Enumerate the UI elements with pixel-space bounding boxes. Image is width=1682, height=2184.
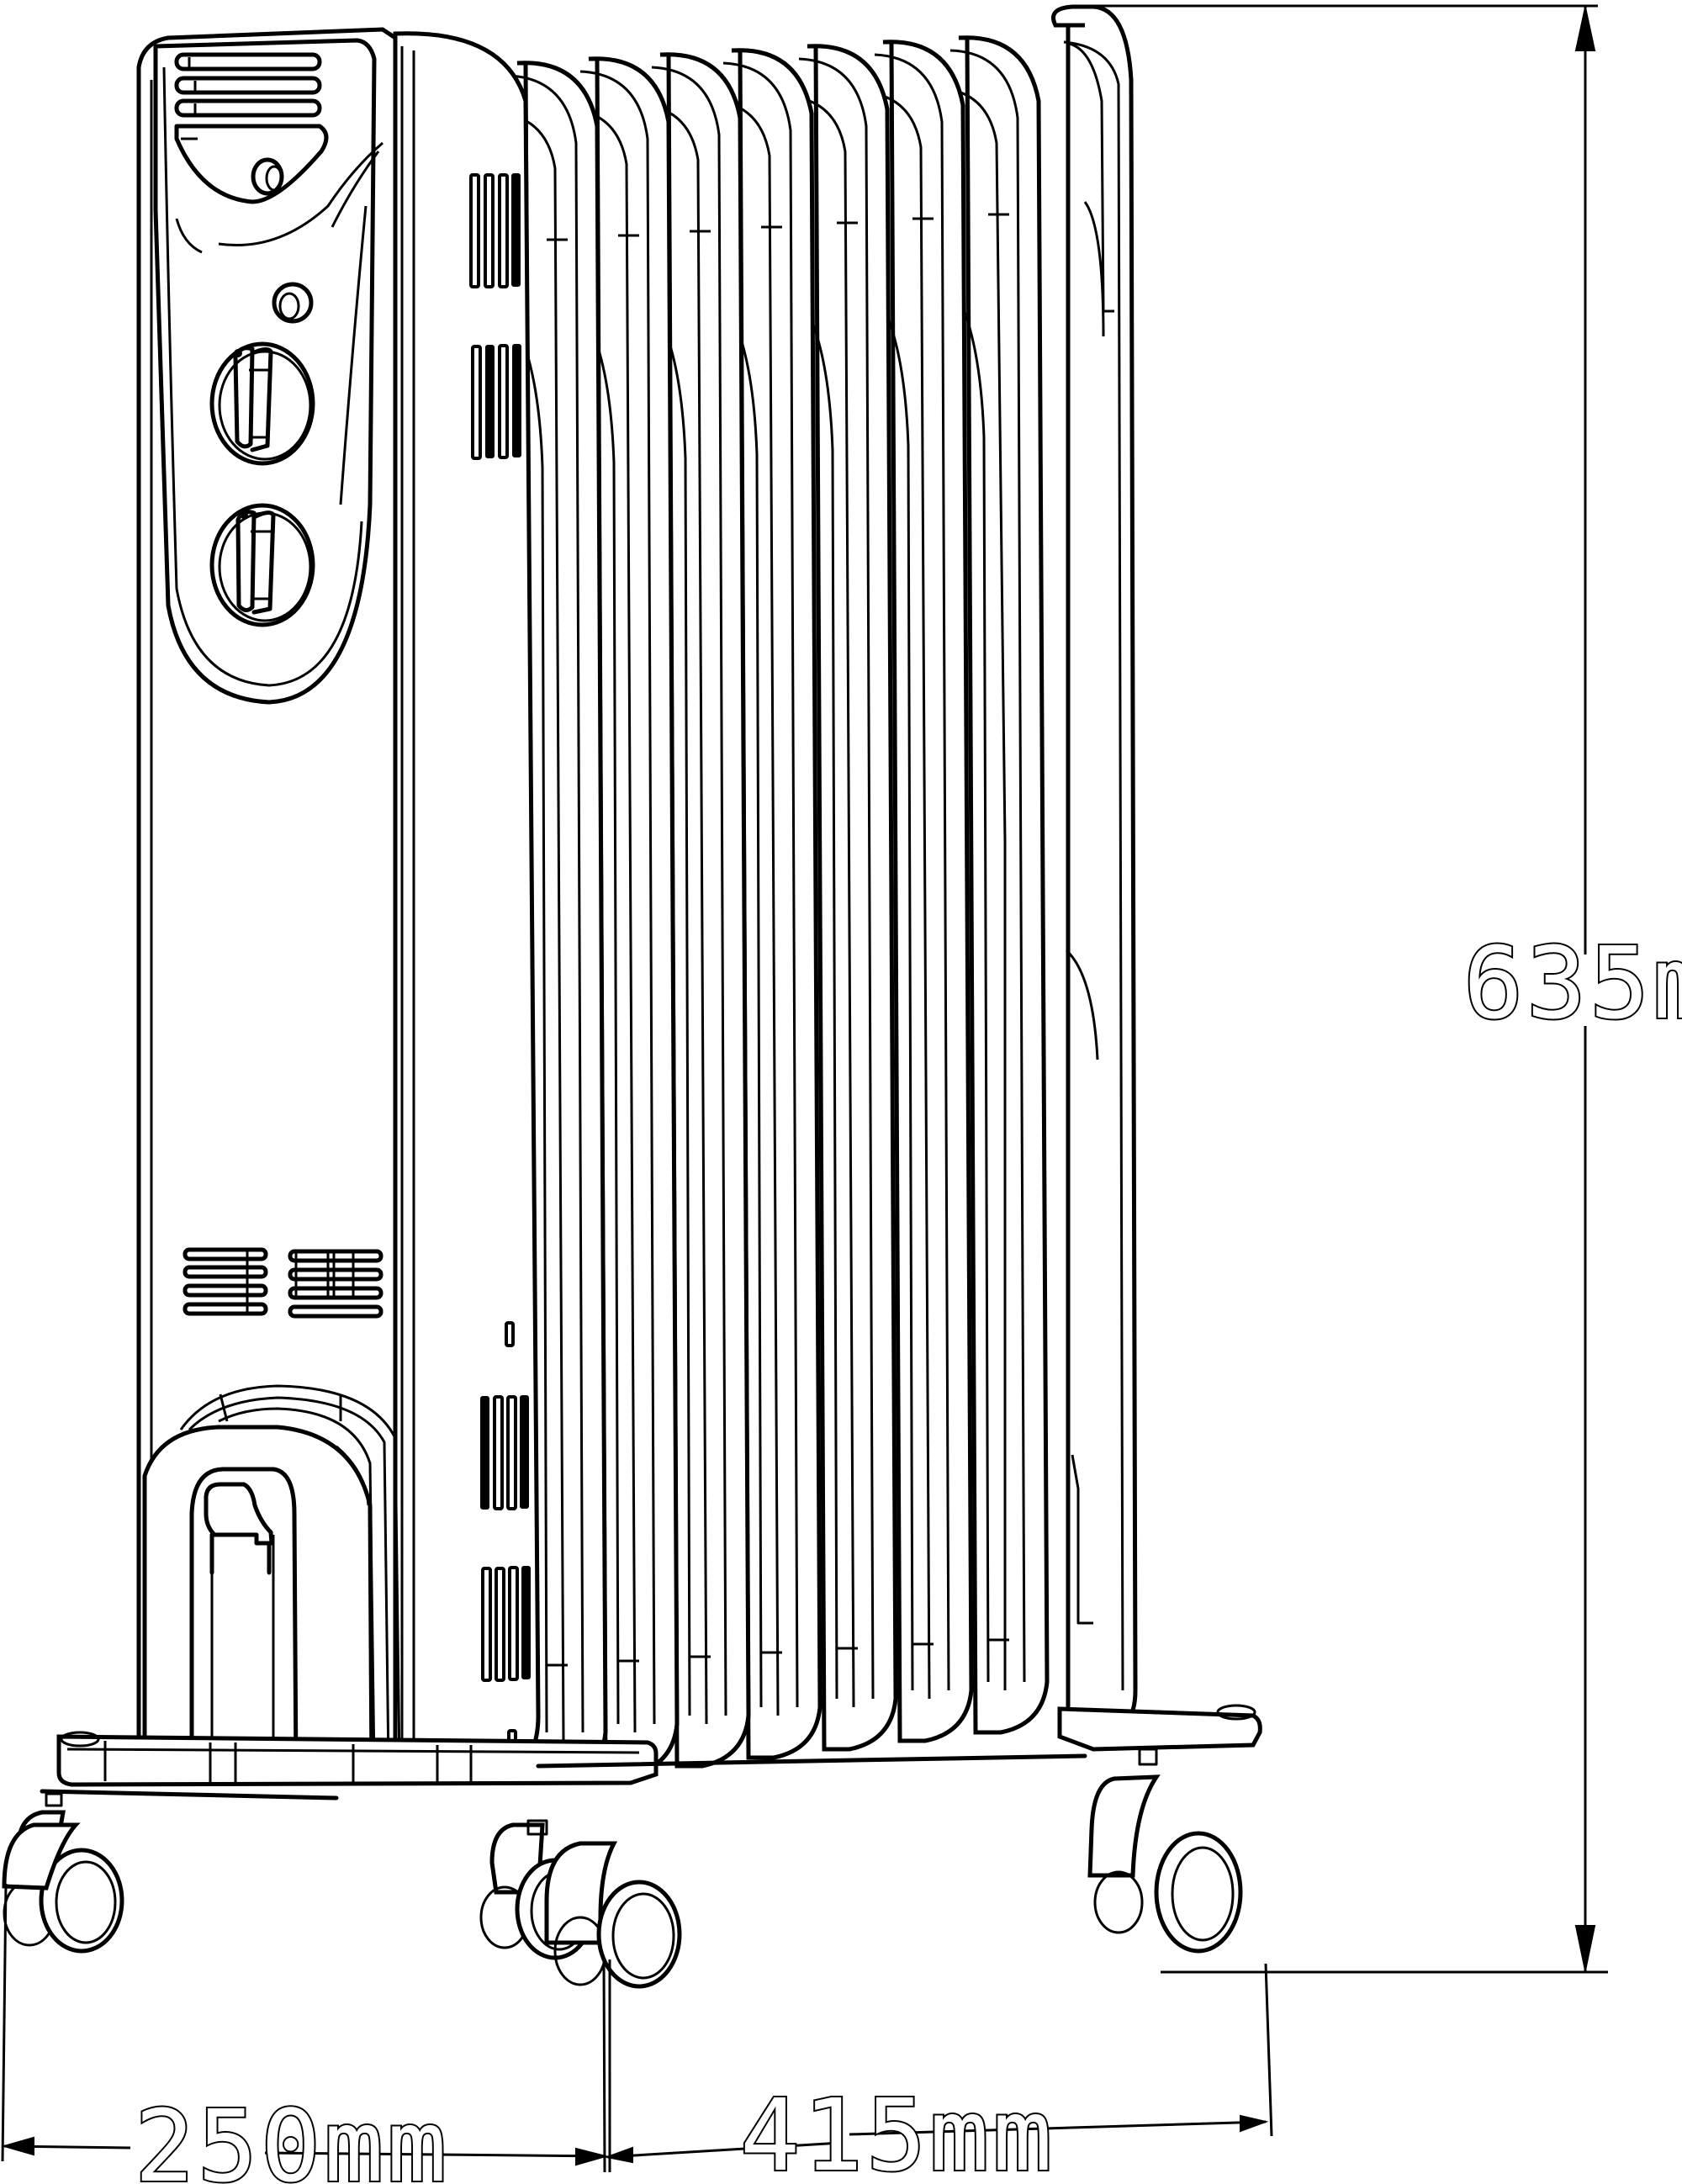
side-vent-middle: [471, 344, 521, 460]
power-knob-icon: [209, 341, 315, 466]
fin-1: [500, 61, 608, 1785]
handle-grip-icon: [204, 1482, 274, 1546]
cord-storage-compartment: [142, 1384, 401, 1777]
caster-rear-right: [1087, 1748, 1243, 1954]
heater-fins: [500, 4, 1138, 1785]
arrow-right-icon: [575, 2147, 609, 2166]
front-body: [136, 27, 401, 1781]
control-vent-slots: [174, 52, 322, 118]
arrow-right-icon: [1240, 2114, 1269, 2133]
height-dimension-label: 635mm: [1463, 925, 1682, 1041]
arrow-left-icon: [1, 2136, 34, 2156]
fin-4: [714, 48, 822, 1760]
base-stand: [40, 1704, 1262, 1801]
front-vent-left-column: [182, 1247, 268, 1316]
fin-8: [1051, 4, 1138, 1735]
side-vent-lower-2: [481, 1566, 531, 1682]
caster-front-left: [2, 1792, 124, 1954]
arrow-up-icon: [1574, 7, 1596, 51]
front-vent-right-column: [288, 1249, 383, 1319]
thermostat-knob-icon: [209, 503, 315, 627]
dimension-depth: 250mm: [1, 1883, 611, 2184]
side-small-slot-upper: [505, 1321, 515, 1347]
side-panel: [386, 31, 541, 1781]
indicator-light-icon: [272, 282, 314, 324]
arrow-left-icon: [604, 2146, 633, 2164]
dimension-height: 635mm: [1072, 4, 1682, 1974]
control-panel: [153, 38, 383, 705]
caster-front-right: [526, 1819, 682, 1989]
depth-dimension-label: 250mm: [135, 2088, 450, 2184]
arrow-down-icon: [1574, 1925, 1596, 1971]
thermostat-window: [174, 124, 329, 204]
casters: [2, 1748, 1243, 1989]
side-vent-lower-1: [480, 1395, 529, 1510]
dimension-width: 415mm: [602, 1959, 1273, 2184]
fin-7: [941, 35, 1050, 1735]
width-dimension-label: 415mm: [740, 2077, 1055, 2184]
side-vent-upper: [469, 173, 521, 288]
